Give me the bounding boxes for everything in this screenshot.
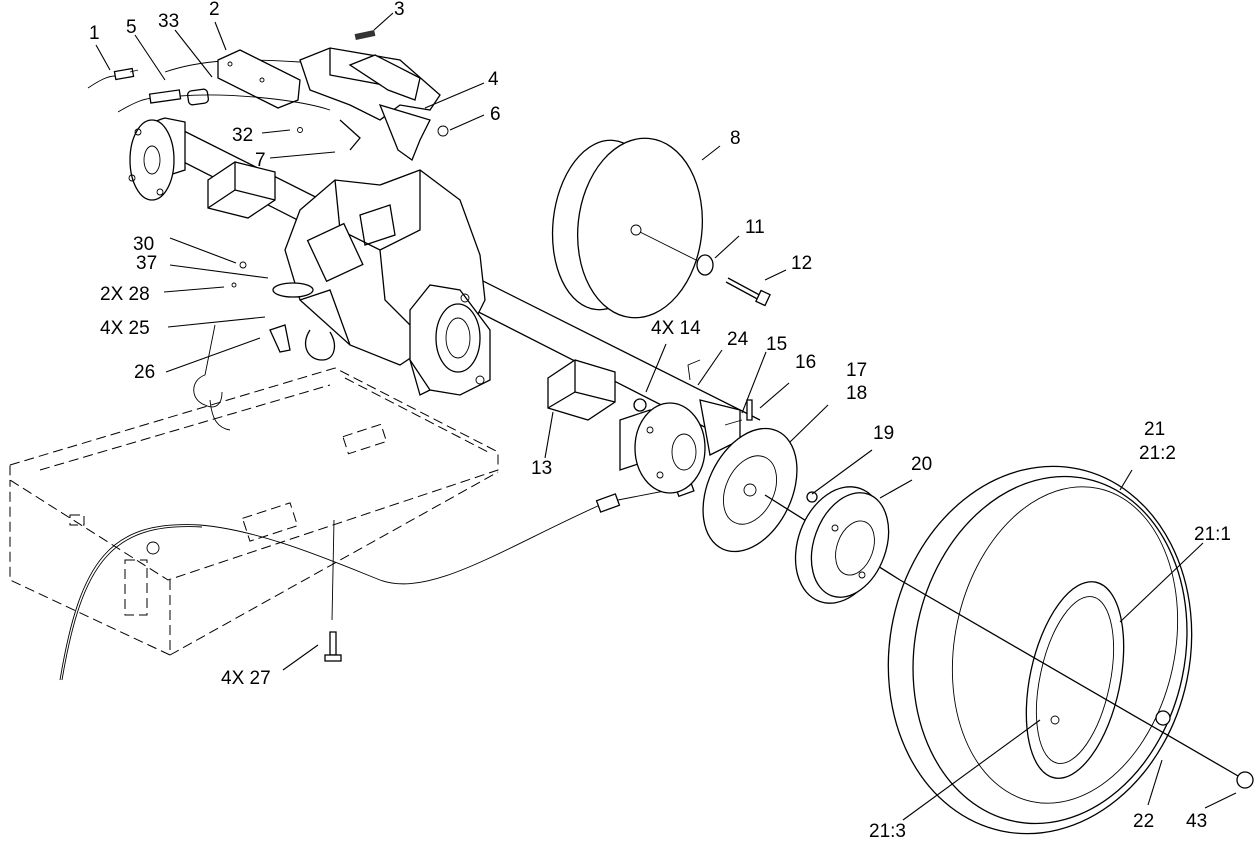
callout-5: 5: [126, 17, 137, 38]
callout-21-1: 21:1: [1194, 524, 1231, 545]
callout-17: 17: [846, 360, 868, 381]
callout-28: 2X 28: [100, 284, 150, 305]
wheel-hub: [764, 486, 901, 604]
callout-37: 37: [136, 253, 158, 274]
callout-30: 30: [133, 234, 155, 255]
callout-33: 33: [158, 11, 180, 32]
control-plates: [164, 29, 449, 162]
axle-tube: [128, 117, 761, 446]
frame-plate: [9, 367, 499, 656]
callout-43: 43: [1186, 811, 1208, 832]
callout-21-3: 21:3: [869, 821, 906, 842]
callout-19: 19: [873, 423, 895, 444]
callout-25: 4X 25: [100, 318, 150, 339]
transaxle-housing: [284, 169, 491, 396]
small-brackets: [193, 261, 336, 431]
callout-2: 2: [209, 0, 220, 20]
callout-20: 20: [911, 454, 933, 475]
callout-4: 4: [488, 69, 499, 90]
callout-14: 4X 14: [651, 318, 701, 339]
callout-21-2: 21:2: [1139, 443, 1176, 464]
callout-3: 3: [394, 0, 405, 20]
leader-lines: [95, 12, 1237, 821]
callout-11: 11: [745, 217, 765, 238]
callout-13: 13: [531, 458, 553, 479]
callout-22: 22: [1133, 811, 1155, 832]
callout-27: 4X 27: [221, 668, 271, 689]
wheel-tire: [887, 465, 1254, 835]
pulley: [551, 137, 771, 319]
callout-8: 8: [730, 128, 741, 149]
bolt-27: [324, 631, 342, 662]
callout-15: 15: [766, 334, 788, 355]
callout-21: 21: [1144, 419, 1166, 440]
callout-24: 24: [727, 329, 749, 350]
callout-18: 18: [846, 383, 868, 404]
callout-16: 16: [795, 352, 817, 373]
callout-1: 1: [89, 23, 100, 44]
cables-top: [87, 67, 331, 113]
callout-7: 7: [255, 150, 266, 171]
axle-hub: [619, 398, 798, 553]
callout-6: 6: [490, 104, 501, 125]
callout-32: 32: [232, 125, 254, 146]
callout-26: 26: [134, 362, 156, 383]
callout-12: 12: [791, 253, 813, 274]
